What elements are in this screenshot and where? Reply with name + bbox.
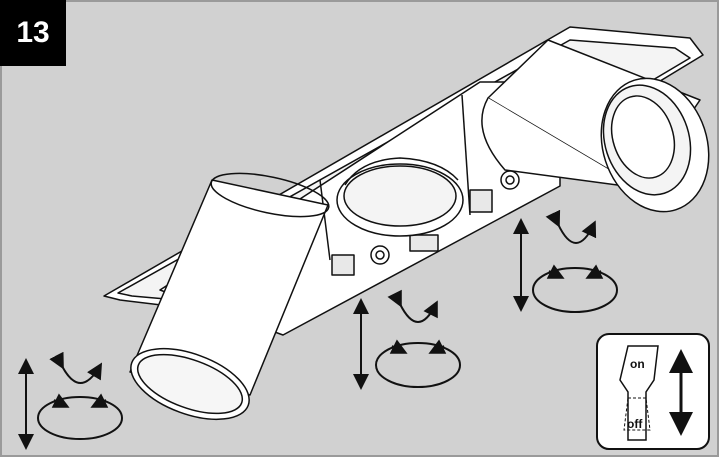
switch-on-label: on: [630, 357, 645, 371]
tilt-arrow-icon: [49, 351, 103, 384]
divider-left: [319, 179, 331, 261]
adjust-arrows-left: [18, 351, 123, 450]
mounting-clips: [331, 170, 520, 276]
rotate-arrow-icon: [532, 267, 618, 313]
divider-right: [461, 94, 471, 216]
switch-off-label: off: [627, 417, 643, 431]
tilt-arrow-icon: [387, 289, 438, 323]
switch-off-position: [623, 397, 651, 431]
tilt-arrow-icon: [545, 209, 597, 244]
right-spot: [481, 39, 710, 213]
adjust-arrows-right: [513, 209, 618, 313]
recessed-fixture: [103, 26, 710, 421]
switch-lever: [619, 345, 659, 441]
on-off-switch-icon: on off: [596, 333, 710, 450]
left-spot: [129, 172, 330, 421]
step-number-badge: 13: [0, 0, 66, 66]
rotate-arrow-icon: [375, 342, 461, 388]
center-light-inner: [343, 165, 457, 227]
rotate-arrow-icon: [37, 396, 123, 440]
adjust-arrows-middle: [353, 289, 461, 390]
